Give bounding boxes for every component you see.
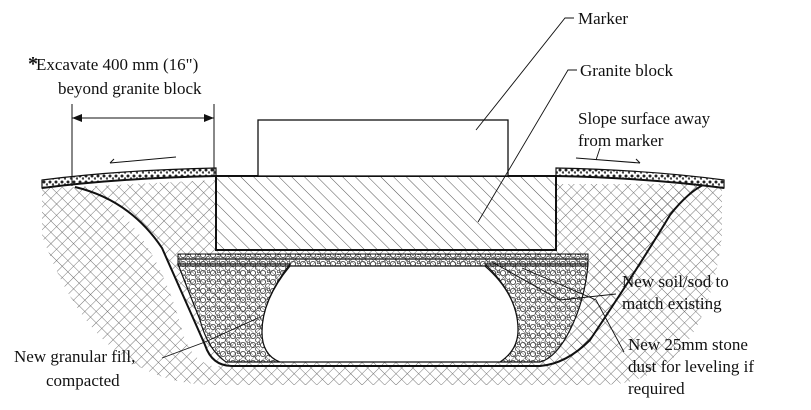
dimension-arrow-left bbox=[72, 114, 82, 122]
leader-granite-block bbox=[477, 69, 577, 223]
label-slope-line2: from marker bbox=[578, 131, 664, 150]
label-excavate-asterisk: * bbox=[28, 53, 38, 75]
leader-slope bbox=[595, 147, 601, 161]
label-stone-dust-line3: required bbox=[628, 379, 685, 398]
ground-line-left bbox=[41, 175, 217, 189]
label-slope-line1: Slope surface away bbox=[578, 109, 711, 128]
label-marker: Marker bbox=[578, 9, 628, 28]
compacted-fill-interior bbox=[261, 265, 519, 363]
slope-arrow-left bbox=[109, 156, 177, 164]
label-stone-dust-line2: dust for leveling if bbox=[628, 357, 754, 376]
slope-arrow-right bbox=[575, 157, 641, 164]
label-new-soil-line2: match existing bbox=[622, 294, 722, 313]
excavation-outline bbox=[74, 183, 706, 367]
leader-marker bbox=[475, 17, 574, 131]
label-granular-line2: compacted bbox=[46, 371, 120, 390]
granite-block bbox=[215, 175, 557, 251]
leader-stone-dust bbox=[521, 267, 625, 353]
leader-granular-fill bbox=[161, 317, 259, 359]
label-excavate-line2: beyond granite block bbox=[58, 79, 202, 98]
gravel-leveling-band bbox=[177, 253, 589, 267]
label-granular-line1: New granular fill, bbox=[14, 347, 135, 366]
ground-line-right bbox=[555, 175, 725, 189]
label-stone-dust-line1: New 25mm stone bbox=[628, 335, 748, 354]
label-excavate-line1: Excavate 400 mm (16") bbox=[36, 55, 198, 74]
marker-stone bbox=[257, 119, 509, 177]
dimension-arrow-right bbox=[204, 114, 214, 122]
label-granite-block: Granite block bbox=[580, 61, 673, 80]
leader-new-soil bbox=[491, 261, 617, 301]
label-new-soil-line1: New soil/sod to bbox=[622, 272, 729, 291]
